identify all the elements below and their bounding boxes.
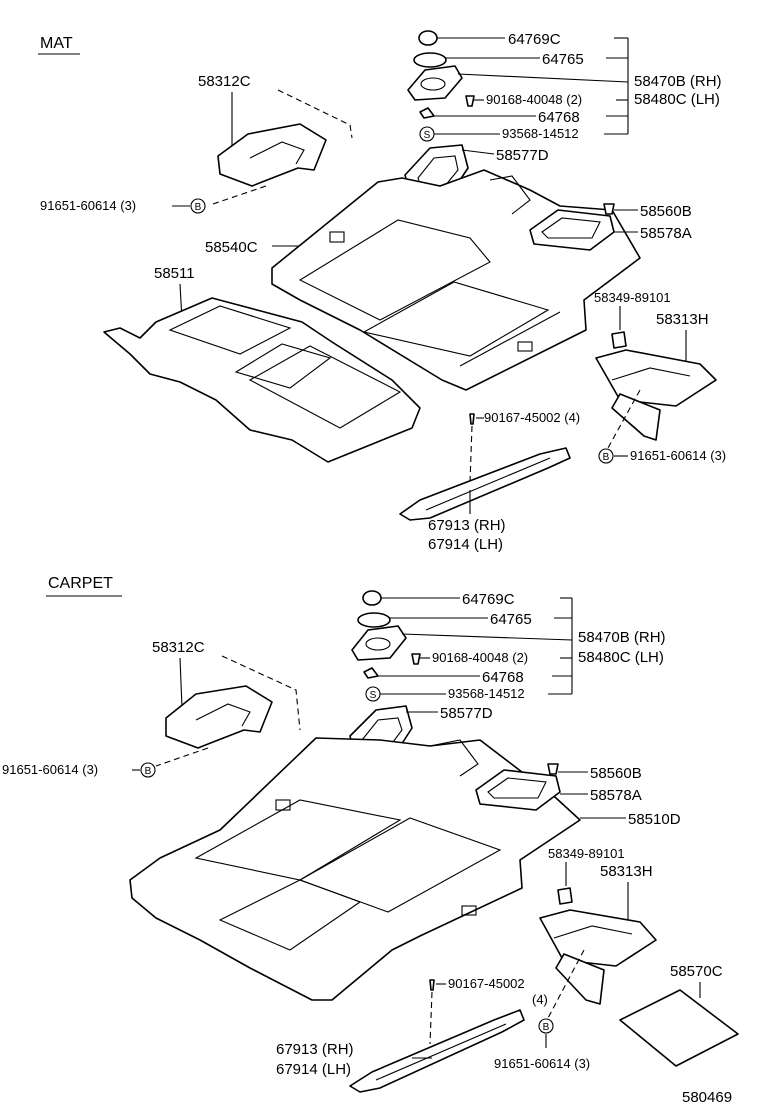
carpet-label-58470b: 58470B (RH) (578, 629, 666, 646)
carpet-part-58349 (557, 887, 573, 905)
mat-label-58349: 58349-89101 (594, 290, 671, 305)
carpet-label-58577d: 58577D (440, 705, 493, 722)
mat-bolt-symbol-left: B (190, 198, 206, 214)
mat-label-58560b: 58560B (640, 203, 692, 220)
carpet-label-58312c: 58312C (152, 639, 205, 656)
mat-section-label: MAT (40, 35, 73, 52)
carpet-label-93568: 93568-14512 (448, 686, 525, 701)
carpet-label-91651-left: 91651-60614 (3) (2, 762, 98, 777)
mat-label-58511: 58511 (154, 265, 195, 282)
mat-label-67914: 67914 (LH) (428, 536, 503, 553)
mat-part-58349 (611, 331, 627, 349)
carpet-label-64765: 64765 (490, 611, 532, 628)
mat-label-58540c: 58540C (205, 239, 258, 256)
carpet-label-58578a: 58578A (590, 787, 642, 804)
carpet-bolt-symbol-left: B (140, 762, 156, 778)
mat-label-64765: 64765 (542, 51, 584, 68)
carpet-part-58313h (539, 909, 657, 967)
svg-text:S: S (370, 690, 377, 701)
carpet-label-67914: 67914 (LH) (276, 1061, 351, 1078)
carpet-label-58570c: 58570C (670, 963, 723, 980)
mat-label-58313h: 58313H (656, 311, 709, 328)
carpet-label-90167-qty: (4) (532, 992, 548, 1007)
svg-text:S: S (424, 130, 431, 141)
carpet-label-91651-right: 91651-60614 (3) (494, 1056, 590, 1071)
carpet-label-64768: 64768 (482, 669, 524, 686)
svg-text:B: B (543, 1022, 550, 1033)
mat-part-58312c (217, 123, 327, 187)
mat-label-58480c: 58480C (LH) (634, 91, 720, 108)
carpet-label-58480c: 58480C (LH) (578, 649, 664, 666)
carpet-label-58560b: 58560B (590, 765, 642, 782)
svg-text:B: B (145, 766, 152, 777)
mat-bolt-symbol-right: B (598, 448, 614, 464)
carpet-section-label: CARPET (48, 575, 113, 592)
carpet-part-58510d (129, 737, 581, 1001)
mat-label-90168: 90168-40048 (2) (486, 92, 582, 107)
carpet-part-67913 (349, 1009, 525, 1093)
mat-label-58577d: 58577D (496, 147, 549, 164)
carpet-label-64769c: 64769C (462, 591, 515, 608)
carpet-label-90168: 90168-40048 (2) (432, 650, 528, 665)
carpet-label-58313h: 58313H (600, 863, 653, 880)
carpet-part-58570c (619, 989, 739, 1067)
mat-label-91651-right: 91651-60614 (3) (630, 448, 726, 463)
mat-label-93568: 93568-14512 (502, 126, 579, 141)
carpet-label-90167: 90167-45002 (448, 976, 525, 991)
carpet-part-58312c (165, 685, 273, 749)
mat-label-58470b: 58470B (RH) (634, 73, 722, 90)
mat-section: MAT S 64769C 64765 58470B (RH) 58480C (L… (38, 30, 726, 553)
carpet-bolt-symbol-right: B (538, 1018, 554, 1034)
carpet-part-58560b (547, 763, 559, 775)
carpet-screw-symbol: S (365, 686, 381, 702)
svg-text:B: B (195, 202, 202, 213)
svg-text:B: B (603, 452, 610, 463)
diagram-number: 580469 (682, 1089, 732, 1106)
mat-shift-boot-parts (407, 30, 475, 119)
carpet-label-58510d: 58510D (628, 811, 681, 828)
mat-label-58578a: 58578A (640, 225, 692, 242)
carpet-part-58578a (475, 769, 561, 811)
mat-part-67913 (399, 447, 571, 521)
mat-label-64768: 64768 (538, 109, 580, 126)
mat-part-58560b (603, 203, 615, 215)
carpet-label-58349: 58349-89101 (548, 846, 625, 861)
carpet-section: CARPET S 64769C 64765 58470B (RH) 58480C… (2, 575, 739, 1093)
mat-label-67913: 67913 (RH) (428, 517, 506, 534)
mat-screw-symbol: S (419, 126, 435, 142)
mat-label-64769c: 64769C (508, 31, 561, 48)
mat-part-58313h (595, 349, 717, 407)
mat-label-91651-left: 91651-60614 (3) (40, 198, 136, 213)
mat-label-90167: 90167-45002 (4) (484, 410, 580, 425)
mat-label-58312c: 58312C (198, 73, 251, 90)
carpet-label-67913: 67913 (RH) (276, 1041, 354, 1058)
